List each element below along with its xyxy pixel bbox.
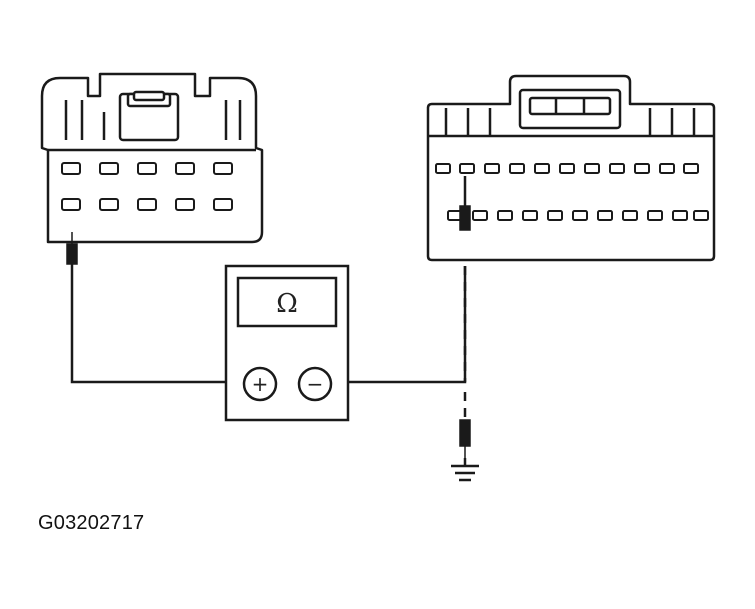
negative-terminal [297,366,333,402]
ohm-symbol: Ω [276,289,298,319]
right-connector-pins-top [435,163,699,174]
probes [66,196,471,458]
ohmmeter: Ω + − [224,264,350,422]
left-connector-pins [61,162,233,211]
left-probe [66,232,78,265]
right-connector-pins-bottom [447,210,709,221]
negative-sign: − [307,372,324,396]
ground-probe [459,419,471,458]
negative-lead-wire [332,266,467,384]
positive-sign: + [252,372,269,396]
figure-id: G03202717 [38,512,145,534]
test-leads [70,176,467,418]
right-connector-probe [459,196,471,231]
positive-terminal [242,366,278,402]
meter-display [236,276,338,328]
positive-lead-wire [70,262,244,384]
ground-icon [451,458,479,482]
left-connector [40,72,264,244]
right-connector [426,74,716,262]
